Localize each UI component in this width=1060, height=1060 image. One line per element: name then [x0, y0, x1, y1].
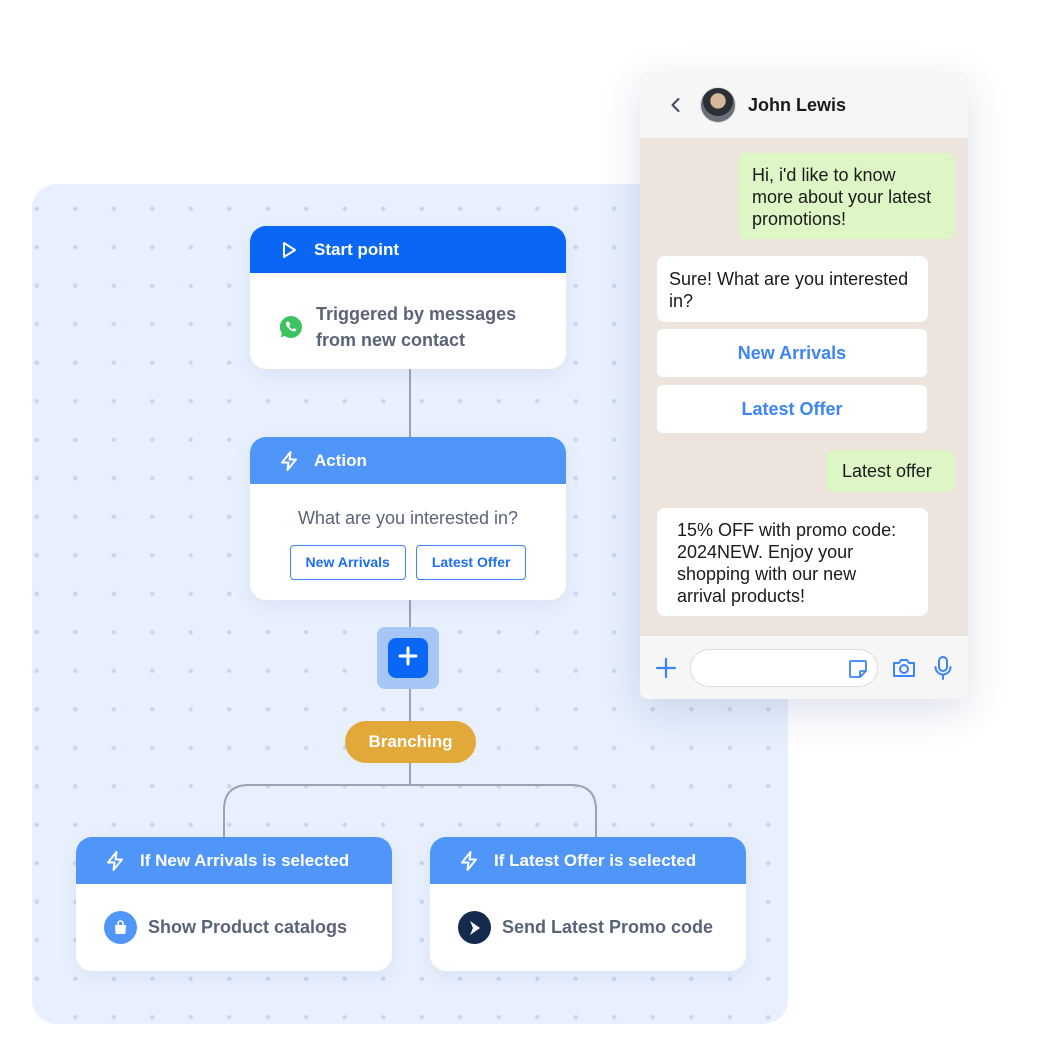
message-input[interactable]	[690, 649, 878, 687]
chat-header: John Lewis	[640, 72, 968, 138]
condition-title: If Latest Offer is selected	[494, 851, 696, 871]
branching-node[interactable]: Branching	[345, 721, 476, 763]
condition-action-label: Show Product catalogs	[148, 917, 347, 938]
start-point-card[interactable]: Start point Triggered by messages from n…	[250, 226, 566, 369]
condition-action-label: Send Latest Promo code	[502, 917, 713, 938]
quick-reply-latest-offer[interactable]: Latest Offer	[657, 385, 927, 433]
start-point-body: Triggered by messages from new contact	[250, 273, 566, 369]
shopping-bag-icon	[104, 911, 137, 944]
condition-title: If New Arrivals is selected	[140, 851, 349, 871]
condition-body-new-arrivals: Show Product catalogs	[76, 884, 392, 971]
avatar	[700, 87, 736, 123]
condition-header-latest-offer: If Latest Offer is selected	[430, 837, 746, 884]
chat-input-bar	[640, 635, 968, 699]
whatsapp-icon	[278, 314, 304, 340]
sticker-icon[interactable]	[847, 658, 869, 680]
add-step-container	[377, 627, 439, 689]
option-latest-offer-button[interactable]: Latest Offer	[416, 545, 527, 580]
add-step-button[interactable]	[388, 638, 428, 678]
microphone-icon[interactable]	[932, 654, 954, 682]
contact-name: John Lewis	[748, 95, 846, 116]
start-point-title: Start point	[314, 240, 399, 260]
lightning-icon	[278, 450, 300, 472]
plus-icon	[397, 645, 419, 672]
condition-card-new-arrivals[interactable]: If New Arrivals is selected Show Product…	[76, 837, 392, 971]
action-card[interactable]: Action What are you interested in? New A…	[250, 437, 566, 600]
chevron-left-icon[interactable]	[668, 97, 684, 113]
send-icon	[458, 911, 491, 944]
condition-body-latest-offer: Send Latest Promo code	[430, 884, 746, 971]
message-outgoing: Hi, i'd like to know more about your lat…	[738, 153, 955, 239]
play-icon	[278, 239, 300, 261]
condition-header-new-arrivals: If New Arrivals is selected	[76, 837, 392, 884]
lightning-icon	[458, 850, 480, 872]
action-header: Action	[250, 437, 566, 484]
quick-reply-new-arrivals[interactable]: New Arrivals	[657, 329, 927, 377]
lightning-icon	[104, 850, 126, 872]
message-incoming: 15% OFF with promo code: 2024NEW. Enjoy …	[657, 508, 928, 616]
start-point-header: Start point	[250, 226, 566, 273]
action-body: What are you interested in? New Arrivals…	[250, 484, 566, 580]
option-new-arrivals-button[interactable]: New Arrivals	[290, 545, 406, 580]
action-options: New Arrivals Latest Offer	[250, 545, 566, 580]
action-title: Action	[314, 451, 367, 471]
message-incoming: Sure! What are you interested in?	[657, 256, 928, 322]
plus-icon[interactable]	[654, 656, 678, 680]
action-question: What are you interested in?	[250, 508, 566, 529]
message-outgoing: Latest offer	[826, 450, 955, 492]
condition-card-latest-offer[interactable]: If Latest Offer is selected Send Latest …	[430, 837, 746, 971]
chat-window: John Lewis Hi, i'd like to know more abo…	[640, 72, 968, 699]
camera-icon[interactable]	[890, 654, 918, 682]
trigger-description: Triggered by messages from new contact	[316, 301, 546, 353]
